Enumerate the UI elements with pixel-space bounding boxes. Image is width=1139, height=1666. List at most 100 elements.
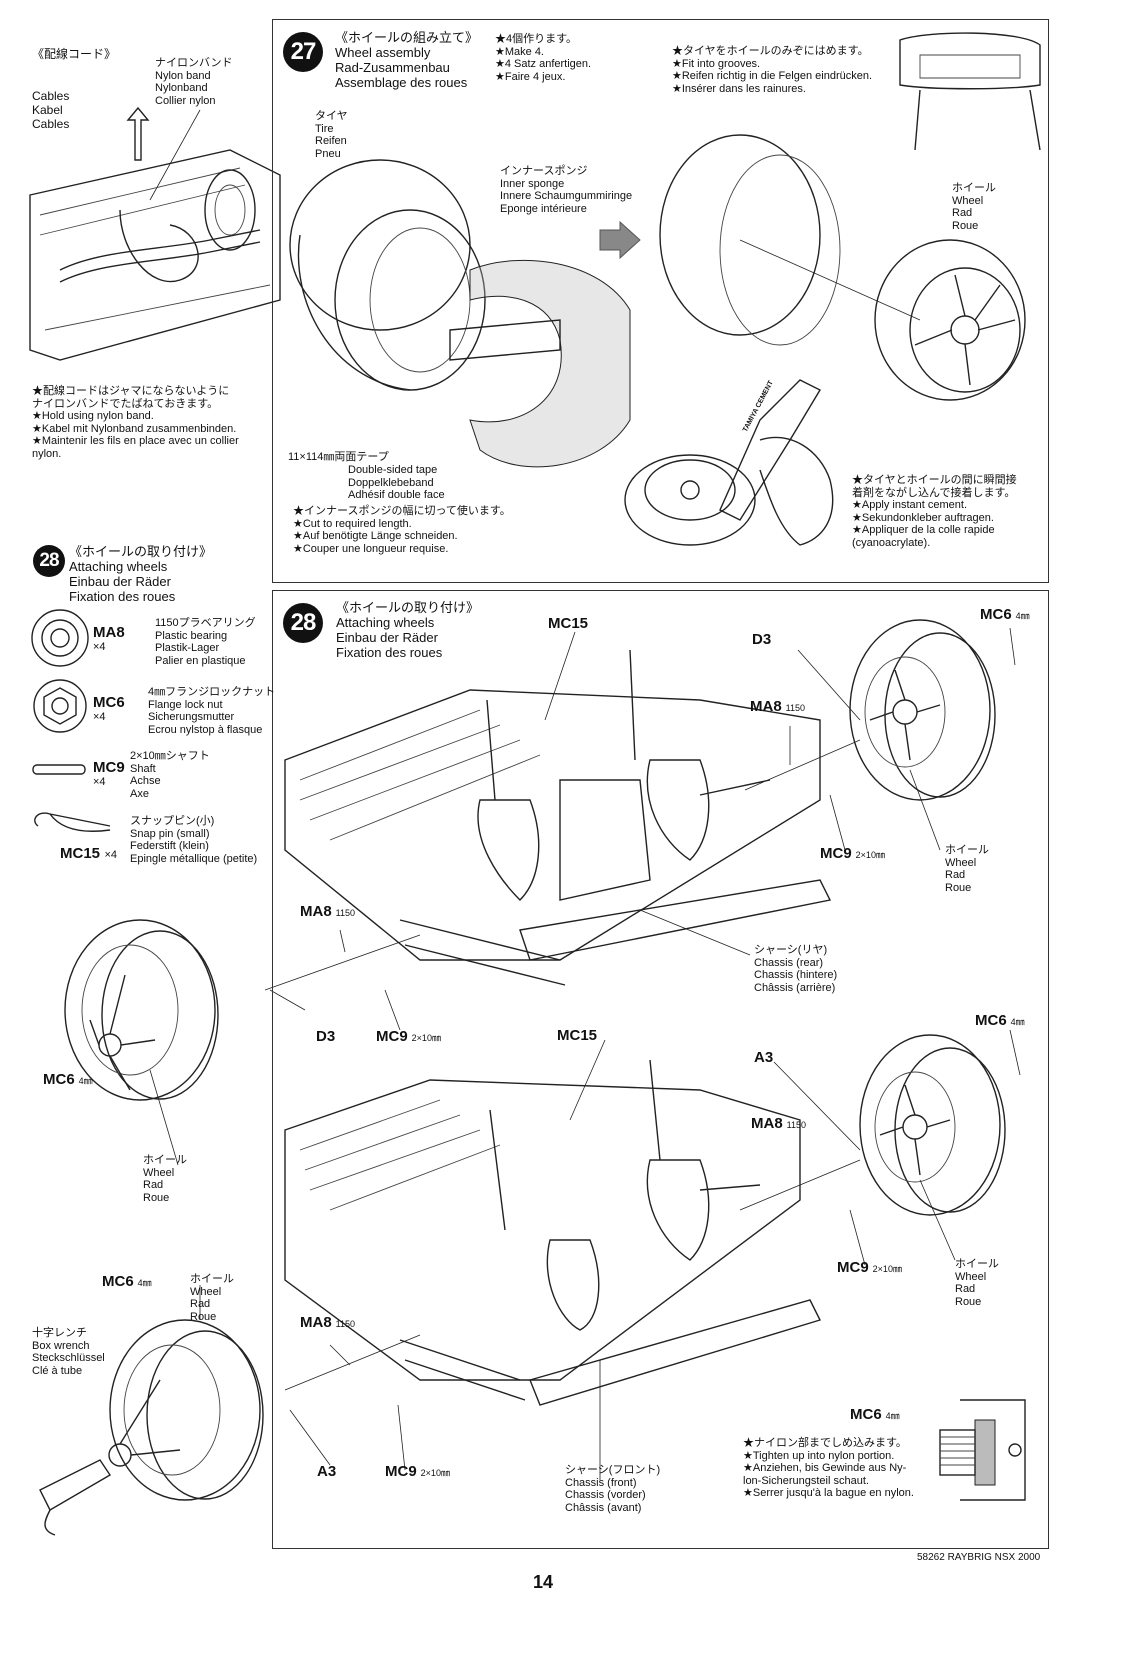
mc6-code: MC6 xyxy=(975,1012,1007,1029)
tire-label: タイヤ Tire Reifen Pneu xyxy=(315,110,348,160)
wheel-label-front-left: ホイール Wheel Rad Roue xyxy=(190,1273,234,1323)
mc9-code: MC9 xyxy=(376,1028,408,1045)
fit-grooves-note: ★タイヤをホイールのみぞにはめます。 ★Fit into grooves. ★R… xyxy=(672,45,873,95)
mc6-code: MC6 xyxy=(43,1071,75,1088)
part-mc15-qty: ×4 xyxy=(104,849,118,861)
mc9-code: MC9 xyxy=(820,845,852,862)
cement-application-drawing xyxy=(624,379,834,546)
mc15-label-front: MC15 xyxy=(557,1027,598,1044)
part-mc15-desc: スナップピン(小) Snap pin (small) Federstift (k… xyxy=(130,815,258,865)
mc9-size: 2×10㎜ xyxy=(872,1264,902,1274)
mc9-size: 2×10㎜ xyxy=(855,850,885,860)
mc6-size: 4㎜ xyxy=(885,1411,900,1421)
cables-title: 《配線コード》 Cables Kabel Cables xyxy=(32,19,116,145)
front-chassis-drawing xyxy=(284,1059,821,1406)
box-wrench-label: 十字レンチ Box wrench Steckschlüssel Clé à tu… xyxy=(32,1327,105,1377)
cable-chassis-drawing xyxy=(29,106,281,361)
mc9-code: MC9 xyxy=(837,1259,869,1276)
rear-wheel-right-drawing xyxy=(849,619,996,801)
part-mc9-code: MC9 xyxy=(93,759,125,776)
mc6-size: 4㎜ xyxy=(1010,1017,1025,1027)
tape-size-label: 11×114㎜両面テープ xyxy=(288,451,389,463)
rear-chassis-drawing xyxy=(284,649,832,986)
mc6-code: MC6 xyxy=(980,606,1012,623)
d3-label-rear-right: D3 xyxy=(752,631,772,648)
nylon-tighten-note: ★ナイロン部までしめ込みます。 ★Tighten up into nylon p… xyxy=(743,1437,914,1499)
ma8-size: 1150 xyxy=(335,1319,356,1329)
step-27-badge: 27 xyxy=(283,32,323,72)
tire-drawing xyxy=(289,159,486,391)
shaft-drawing xyxy=(32,764,86,775)
part-mc6-desc: 4㎜フランジロックナット Flange lock nut Sicherungsm… xyxy=(148,686,276,736)
snap-pin-drawing xyxy=(34,812,111,832)
step-28-title: 《ホイールの取り付け》 Attaching wheels Einbau der … xyxy=(336,600,480,660)
leader-lines xyxy=(149,627,1021,1480)
step-27-title: 《ホイールの組み立て》 Wheel assembly Rad-Zusammenb… xyxy=(335,30,479,90)
step-27-panel xyxy=(272,19,1049,583)
part-mc15-code: MC15 xyxy=(60,845,101,862)
tire-cross-section-drawing xyxy=(899,32,1041,151)
a3-label-front-left: A3 xyxy=(317,1463,337,1480)
chassis-rear-label: シャーシ(リヤ) Chassis (rear) Chassis (hintere… xyxy=(754,944,838,994)
inner-sponge-drawing xyxy=(449,259,631,468)
mc9-size: 2×10㎜ xyxy=(411,1033,441,1043)
mc6-size: 4㎜ xyxy=(137,1278,152,1288)
part-ma8: MA8 ×4 xyxy=(93,624,125,654)
make-4-note: ★4個作ります。 ★Make 4. ★4 Satz anfertigen. ★F… xyxy=(495,33,592,83)
wheel-label-rear-left: ホイール Wheel Rad Roue xyxy=(143,1154,187,1204)
inner-sponge-label: インナースポンジ Inner sponge Innere Schaumgummi… xyxy=(500,165,633,215)
wheel-label-rear-right: ホイール Wheel Rad Roue xyxy=(945,844,989,894)
mc6-code: MC6 xyxy=(850,1406,882,1423)
part-ma8-desc: 1150プラベアリング Plastic bearing Plastik-Lage… xyxy=(155,617,256,667)
box-wrench-drawing xyxy=(39,1459,111,1536)
part-mc6-code: MC6 xyxy=(93,694,125,711)
part-mc9: MC9 ×4 xyxy=(93,759,125,789)
lock-nut-drawing xyxy=(33,679,87,733)
front-wheel-left-drawing xyxy=(108,1319,264,1501)
arrow-right-icon xyxy=(599,220,641,260)
part-ma8-qty: ×4 xyxy=(93,641,106,653)
nylon-band-label: ナイロンバンド Nylon band Nylonband Collier nyl… xyxy=(155,57,233,107)
a3-label-front-right: A3 xyxy=(754,1049,774,1066)
cables-title-jp: 《配線コード》 xyxy=(32,47,117,61)
part-mc9-qty: ×4 xyxy=(93,776,106,788)
step-28-badge: 28 xyxy=(283,603,323,643)
ma8-size: 1150 xyxy=(786,1120,807,1130)
mc6-size: 4㎜ xyxy=(1015,611,1030,621)
cement-note: ★タイヤとホイールの間に瞬間接 着剤をながし込んで接着します。 ★Apply i… xyxy=(852,474,1017,549)
ma8-code: MA8 xyxy=(751,1115,783,1132)
front-wheel-right-drawing xyxy=(859,1034,1006,1216)
step-28-parts-badge: 28 xyxy=(33,545,65,577)
wheel-label-27: ホイール Wheel Rad Roue xyxy=(952,182,996,232)
mc6-code: MC6 xyxy=(102,1273,134,1290)
ma8-size: 1150 xyxy=(785,703,806,713)
tape-langs: Double-sided tape Doppelklebeband Adhési… xyxy=(348,464,445,501)
part-mc9-desc: 2×10㎜シャフト Shaft Achse Axe xyxy=(130,750,210,800)
step-28-parts-title: 《ホイールの取り付け》 Attaching wheels Einbau der … xyxy=(69,544,213,604)
model-number: 58262 RAYBRIG NSX 2000 xyxy=(917,1552,1041,1563)
rear-wheel-left-drawing xyxy=(64,919,219,1101)
ma8-code: MA8 xyxy=(300,1314,332,1331)
step-28-panel xyxy=(272,590,1049,1549)
part-mc6: MC6 ×4 xyxy=(93,694,125,724)
mc6-size: 4㎜ xyxy=(78,1076,93,1086)
cables-title-langs: Cables Kabel Cables xyxy=(32,89,70,131)
ma8-code: MA8 xyxy=(750,698,782,715)
mc9-code: MC9 xyxy=(385,1463,417,1480)
cables-note: ★配線コードはジャマにならないように ナイロンバンドでたばねておきます。 ★Ho… xyxy=(32,385,239,460)
part-mc6-qty: ×4 xyxy=(93,711,106,723)
chassis-front-label: シャーシ(フロント) Chassis (front) Chassis (vord… xyxy=(565,1464,661,1514)
